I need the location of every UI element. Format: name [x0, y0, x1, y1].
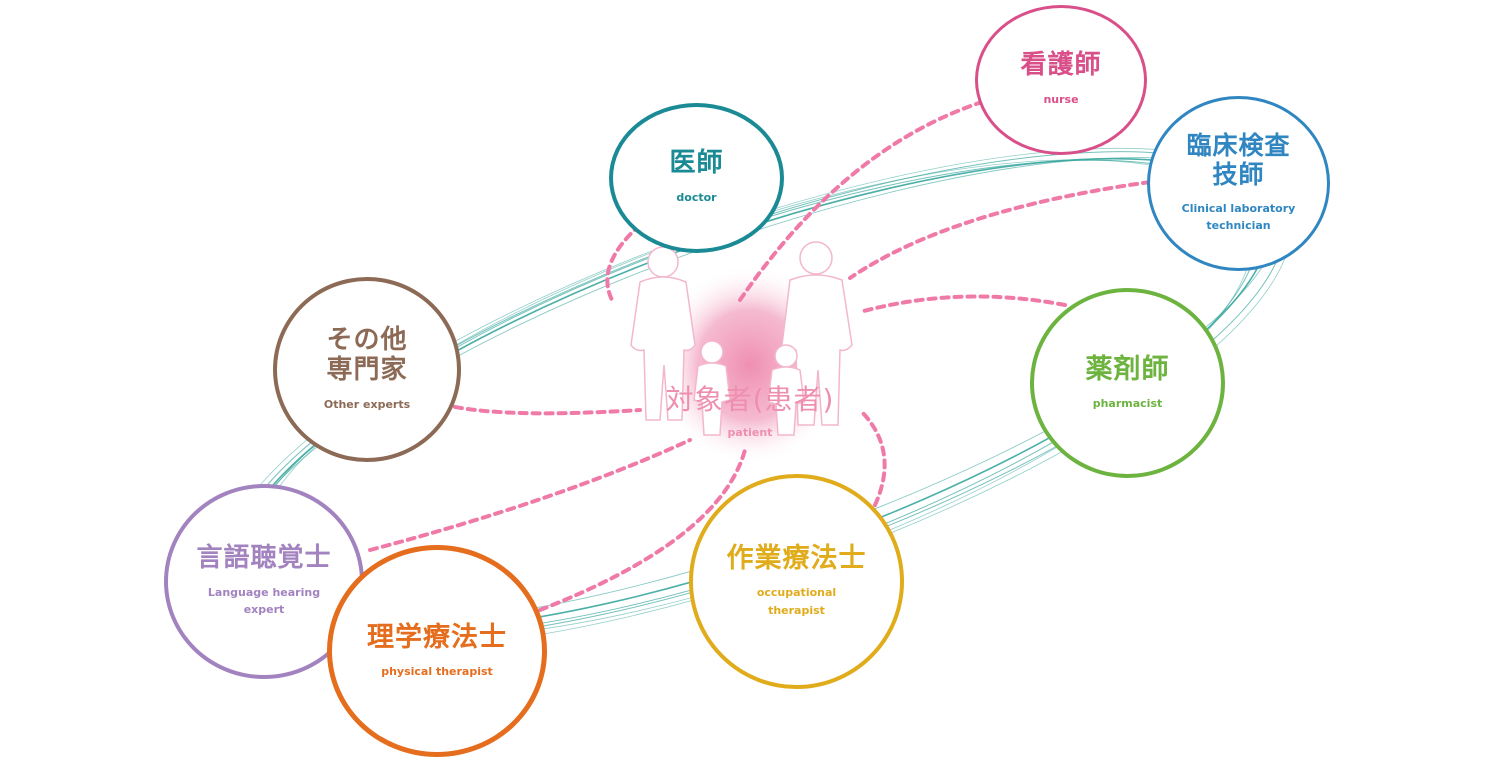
patient-label-ja: 対象者(患者) — [665, 383, 835, 416]
role-st-ja: 言語聴覚士 — [196, 542, 332, 573]
role-circle-ot: 作業療法士 occupational therapist — [689, 474, 904, 689]
patient-label: 対象者(患者) patient — [620, 378, 880, 439]
role-pharmacist-en: pharmacist — [1092, 396, 1163, 410]
connector-doctor — [605, 223, 642, 302]
role-circle-pt: 理学療法士 physical therapist — [327, 545, 547, 757]
role-circle-pharmacist: 薬剤師 pharmacist — [1030, 288, 1225, 478]
role-ot-ja: 作業療法士 — [726, 543, 867, 575]
role-circle-nurse: 看護師 nurse — [975, 5, 1147, 155]
patient-silhouettes — [630, 241, 853, 436]
child-figure-right — [767, 344, 805, 436]
role-st-en: Language hearing expert — [207, 585, 321, 617]
role-lab-en: Clinical laboratory technician — [1181, 201, 1296, 233]
role-doctor-ja: 医師 — [669, 148, 724, 179]
connector-pt — [538, 448, 747, 612]
role-circle-lab: 臨床検査 技師 Clinical laboratory technician — [1147, 96, 1330, 271]
role-doctor-en: doctor — [676, 191, 717, 205]
patient-connectors — [368, 96, 1152, 612]
role-circle-doctor: 医師 doctor — [609, 103, 784, 253]
role-nurse-en: nurse — [1043, 93, 1079, 107]
role-lab-ja: 臨床検査 技師 — [1186, 131, 1291, 189]
connector-lab — [848, 180, 1152, 280]
connector-nurse — [738, 96, 997, 302]
adult-figure-left — [630, 246, 696, 421]
role-nurse-ja: 看護師 — [1020, 50, 1102, 81]
role-circle-other: その他 専門家 Other experts — [273, 277, 461, 462]
role-pharmacist-ja: 薬剤師 — [1085, 353, 1170, 385]
role-other-en: Other experts — [323, 397, 411, 411]
role-pt-ja: 理学療法士 — [367, 621, 507, 653]
role-other-ja: その他 専門家 — [326, 324, 408, 385]
connector-ot — [858, 408, 887, 507]
patient-label-en: patient — [727, 426, 773, 439]
child-figure-left — [693, 340, 731, 436]
connector-st — [368, 438, 692, 552]
connector-pharmacist — [858, 294, 1067, 314]
role-pt-en: physical therapist — [381, 664, 493, 678]
role-ot-en: occupational therapist — [756, 586, 837, 618]
connector-other — [428, 398, 642, 416]
